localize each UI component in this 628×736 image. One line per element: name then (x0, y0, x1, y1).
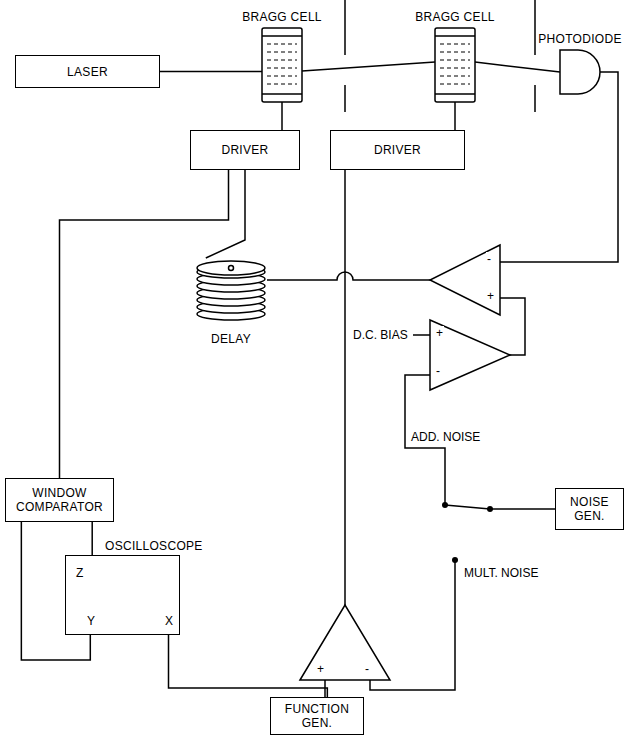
spool-hub (229, 266, 234, 271)
node-label: DRIVER (374, 143, 421, 157)
acoustic-wavefront (267, 60, 297, 61)
diode-outline (560, 50, 600, 94)
cell-outline (435, 28, 475, 102)
polarity-sign: - (486, 252, 492, 266)
acoustic-wavefront (440, 52, 470, 53)
node-label: LASER (67, 65, 108, 79)
acoustic-wavefront (267, 44, 297, 45)
signal-connector (302, 62, 435, 71)
photodiode-output-wire (500, 72, 618, 262)
node-label: WINDOW COMPARATOR (9, 486, 110, 514)
node-heading: DELAY (210, 332, 252, 346)
delay-line-coil: DELAY (195, 258, 267, 328)
switch-contact (452, 557, 458, 563)
driver-box: DRIVER (190, 130, 300, 170)
cell-outline (262, 28, 302, 102)
acoustic-wavefront (440, 84, 470, 85)
node-heading: PHOTODIODE (537, 32, 622, 46)
polarity-sign: + (486, 289, 495, 303)
op-amp-symbol (300, 605, 390, 680)
polarity-sign: - (364, 662, 370, 676)
acoustic-wavefront (267, 68, 297, 69)
node-heading: BRAGG CELL (241, 10, 323, 24)
acoustic-wavefront (440, 44, 470, 45)
polarity-sign: - (435, 364, 441, 378)
signal-connector (281, 102, 283, 130)
signal-connector (206, 170, 245, 258)
switch-label: ADD. NOISE (410, 430, 481, 444)
photodiode-body (560, 50, 600, 94)
acoustic-wavefront (440, 60, 470, 61)
acoustic-wavefront (440, 76, 470, 77)
noise-wire (490, 508, 555, 510)
driver-input-wire (344, 170, 346, 605)
input-pin-label: Y (86, 614, 96, 628)
spool-flange (197, 261, 265, 275)
node-label: FUNCTION GEN. (274, 702, 360, 730)
cell-body (262, 28, 302, 102)
bias-wire (413, 334, 430, 336)
driver-box: DRIVER (330, 130, 465, 170)
op-amp-symbol (430, 245, 500, 315)
acoustic-wavefront (267, 52, 297, 53)
transducer-cap (262, 36, 302, 94)
cell-body (435, 28, 475, 102)
polarity-sign: + (316, 662, 325, 676)
photodiode: PHOTODIODE (560, 50, 600, 94)
feedback-wire (500, 298, 525, 355)
acoustic-wavefront (267, 76, 297, 77)
input-pin-label: Z (75, 566, 84, 580)
acoustic-wavefront (267, 84, 297, 85)
signal-connector (454, 102, 456, 130)
function-generator-box: FUNCTION GEN. (270, 697, 364, 735)
node-heading: OSCILLOSCOPE (104, 539, 204, 553)
bragg-cell: BRAGG CELL (262, 28, 302, 102)
switch-pivot (487, 506, 493, 512)
signal-connector (60, 170, 229, 478)
op-amp-symbol (430, 320, 510, 390)
signal-connector (475, 62, 560, 72)
signal-label: D.C. BIAS (352, 328, 409, 342)
laser-box: LASER (15, 55, 160, 88)
signal-connector (169, 635, 328, 697)
coil-outline (195, 258, 267, 328)
signal-connector (160, 71, 262, 73)
node-label: NOISE GEN. (559, 495, 620, 523)
comparator-box: WINDOW COMPARATOR (5, 478, 114, 522)
polarity-sign: + (435, 326, 444, 340)
signal-connector (91, 522, 93, 555)
mult-noise-wire (370, 560, 455, 690)
switch-contact (442, 502, 448, 508)
switch-label: MULT. NOISE (463, 566, 539, 580)
input-pin-label: X (164, 614, 174, 628)
aperture-divider (345, 0, 535, 112)
bragg-cell: BRAGG CELL (435, 28, 475, 102)
switch-blade (445, 505, 490, 509)
noise-generator-box: NOISE GEN. (555, 488, 624, 530)
node-label: DRIVER (221, 143, 268, 157)
delay-output-wire (267, 272, 430, 280)
node-heading: BRAGG CELL (414, 10, 496, 24)
acoustic-wavefront (440, 68, 470, 69)
transducer-cap (435, 36, 475, 94)
